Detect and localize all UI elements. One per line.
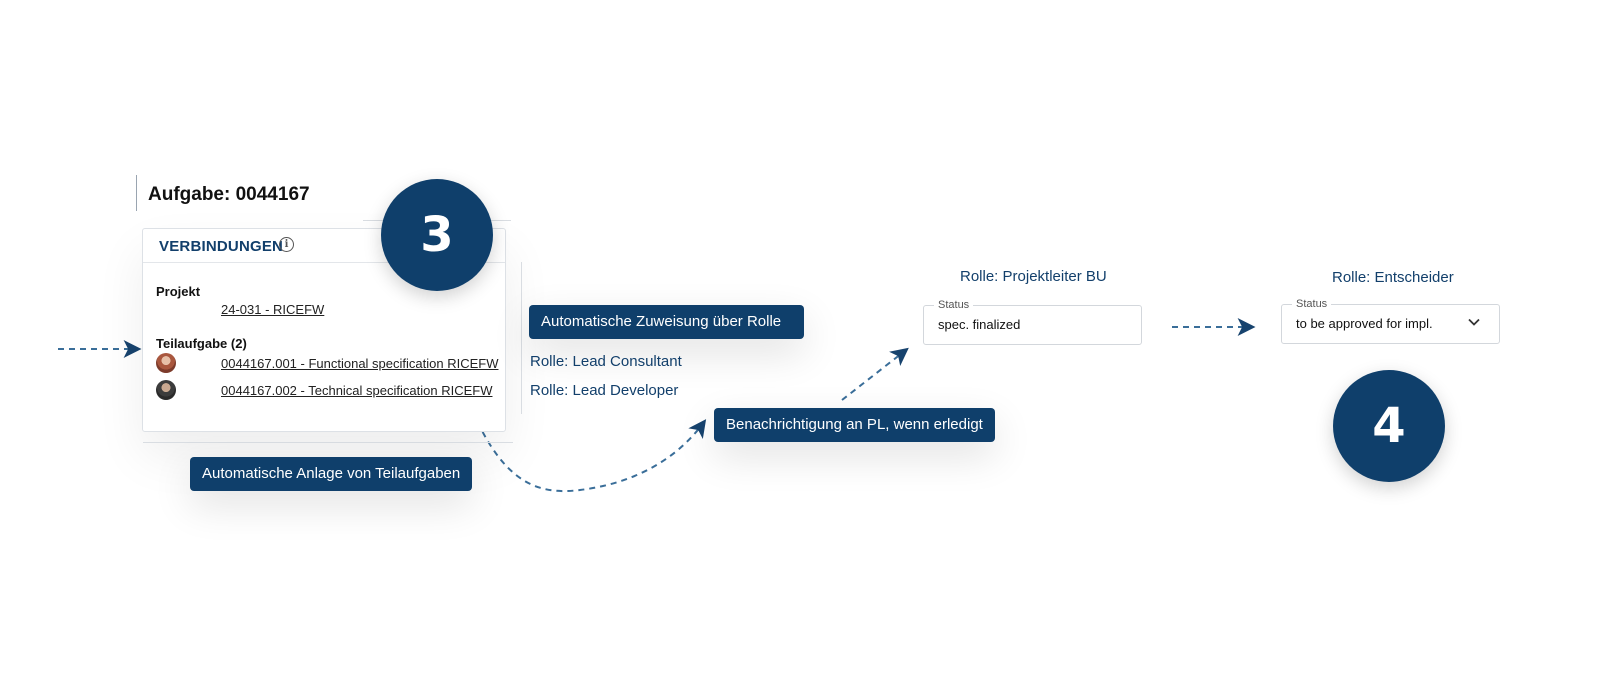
callout-auto-subtasks: Automatische Anlage von Teilaufgaben xyxy=(190,457,473,491)
status-field-pl-label: Status xyxy=(934,299,974,311)
arrow-notification-to-status xyxy=(841,347,909,401)
role-lead-developer: Rolle: Lead Developer xyxy=(530,382,679,399)
project-label: Projekt xyxy=(156,284,201,299)
role-entscheider: Rolle: Entscheider xyxy=(1332,269,1454,286)
role-lead-consultant: Rolle: Lead Consultant xyxy=(530,353,682,370)
status-field-pl-value: spec. finalized xyxy=(938,317,1021,332)
status-select-decider-label: Status xyxy=(1292,298,1332,310)
arrow-curve-to-notification xyxy=(472,411,707,493)
status-select-decider-value: to be approved for impl. xyxy=(1296,316,1433,331)
status-select-decider[interactable]: Status to be approved for impl. xyxy=(1281,298,1500,344)
chevron-down-icon[interactable] xyxy=(1467,315,1481,329)
step-4-circle: 4 xyxy=(1333,370,1445,482)
divider-bottom xyxy=(143,442,513,443)
connections-title: VERBINDUNGEN xyxy=(159,238,284,255)
step-3-circle: 3 xyxy=(381,179,493,291)
subtask-link-2[interactable]: 0044167.002 - Technical specification RI… xyxy=(221,383,493,398)
subtask-link-1[interactable]: 0044167.001 - Functional specification R… xyxy=(221,356,499,371)
task-title: Aufgabe: 0044167 xyxy=(136,175,310,211)
project-link[interactable]: 24-031 - RICEFW xyxy=(221,302,325,317)
info-icon[interactable]: i xyxy=(279,237,294,252)
status-field-pl[interactable]: Status spec. finalized xyxy=(923,299,1142,345)
callout-auto-assign: Automatische Zuweisung über Rolle xyxy=(529,305,804,339)
avatar-user-1 xyxy=(156,353,176,373)
connections-header: VERBINDUNGEN i xyxy=(143,229,505,263)
avatar-user-2 xyxy=(156,380,176,400)
divider-vertical xyxy=(521,262,522,414)
subtask-label: Teilaufgabe (2) xyxy=(156,336,247,351)
callout-notify-pl: Benachrichtigung an PL, wenn erledigt xyxy=(714,408,995,442)
role-projektleiter: Rolle: Projektleiter BU xyxy=(960,268,1107,285)
